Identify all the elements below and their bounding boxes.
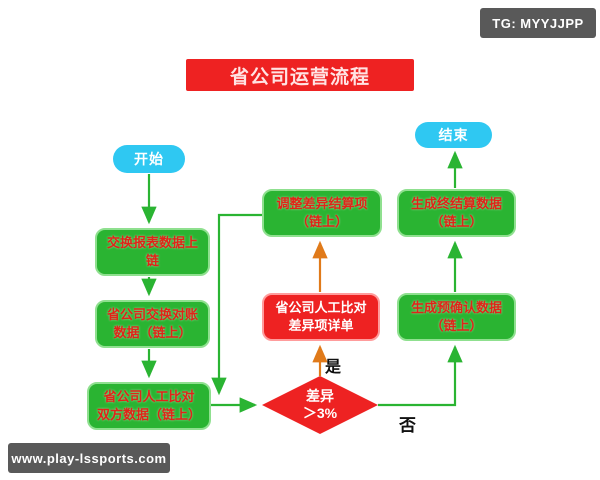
edge-label-yes: 是 (325, 359, 342, 376)
node-line: （链上） (430, 318, 483, 333)
node-line: 数据（链上） (113, 325, 192, 340)
node-line: 链 (145, 253, 159, 268)
node-exchange-report-data: 交换报表数据上 链 (95, 228, 210, 276)
node-line: 省公司人工比对 (103, 389, 195, 405)
node-pre-confirm-data: 生成预确认数据 （链上） (397, 293, 516, 341)
node-line: 省公司交换对账 (106, 307, 198, 323)
node-exchange-recon-data: 省公司交换对账 数据（链上） (95, 300, 210, 348)
node-adjust-settlement: 调整差异结算项 （链上） (262, 189, 382, 237)
site-watermark-badge: www.play-lssports.com (8, 443, 170, 473)
node-line: 差异 (306, 387, 334, 404)
node-line: 生成终结算数据 (410, 196, 502, 212)
node-line: 生成预确认数据 (410, 300, 502, 316)
node-compare-diff-detail: 省公司人工比对 差异项详单 (262, 293, 380, 341)
node-end-label: 结束 (438, 126, 469, 143)
node-line: （链上） (430, 214, 483, 229)
node-end: 结束 (415, 122, 492, 148)
flow-title: 省公司运营流程 (186, 59, 414, 91)
node-line: 调整差异结算项 (276, 196, 368, 212)
node-final-settlement-data: 生成终结算数据 （链上） (397, 189, 516, 237)
edge-label-no: 否 (399, 416, 416, 435)
node-manual-compare-both: 省公司人工比对 双方数据（链上） (87, 382, 211, 430)
node-line: 双方数据（链上） (96, 407, 201, 422)
node-line: ＞3% (302, 405, 338, 421)
node-line: 差异项详单 (288, 318, 354, 333)
node-line: 省公司人工比对 (275, 300, 367, 316)
node-start-label: 开始 (134, 150, 164, 167)
node-line: 交换报表数据上 (106, 235, 198, 251)
tg-watermark-badge: TG: MYYJJPP (480, 8, 596, 38)
node-start: 开始 (113, 145, 185, 173)
node-line: （链上） (295, 214, 348, 229)
